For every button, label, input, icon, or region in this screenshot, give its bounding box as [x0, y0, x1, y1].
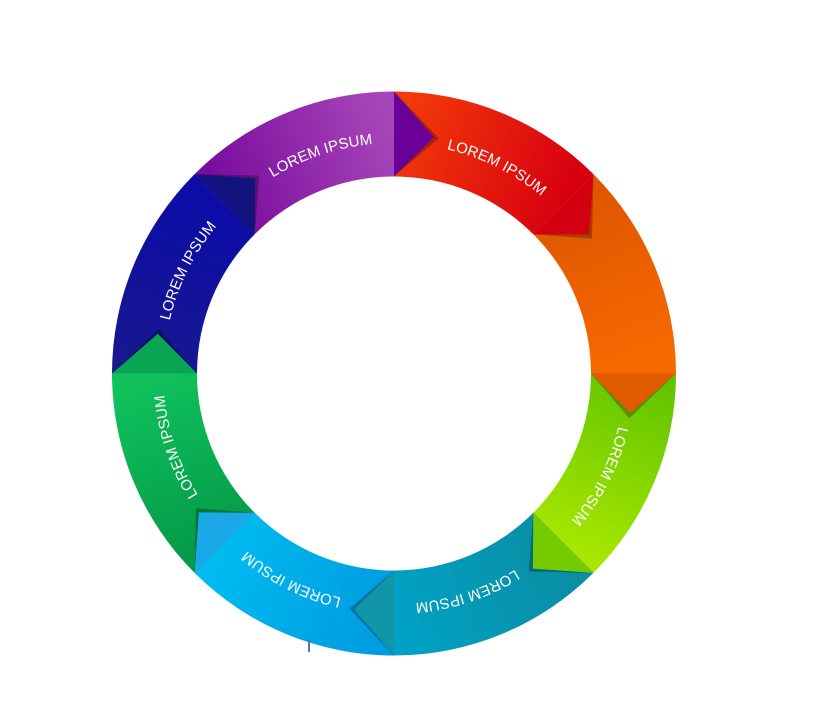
arrow-tip-4	[354, 570, 394, 656]
stray-tick-mark	[308, 640, 310, 652]
arrow-tips-layer	[112, 91, 676, 656]
arrow-tip-8	[394, 91, 434, 177]
arrow-tip-7	[194, 174, 256, 235]
arrow-tip-6	[112, 333, 197, 374]
arrow-tip-5	[194, 512, 255, 573]
arrow-tip-3	[532, 512, 594, 573]
cycle-segment-3	[533, 373, 676, 573]
arrow-tip-1	[533, 174, 594, 235]
cycle-segment-5	[194, 512, 394, 656]
arrow-tip-2	[591, 373, 676, 414]
cycle-segment-7	[112, 174, 255, 374]
segments-layer	[112, 91, 676, 656]
cycle-segment-1	[394, 91, 594, 235]
